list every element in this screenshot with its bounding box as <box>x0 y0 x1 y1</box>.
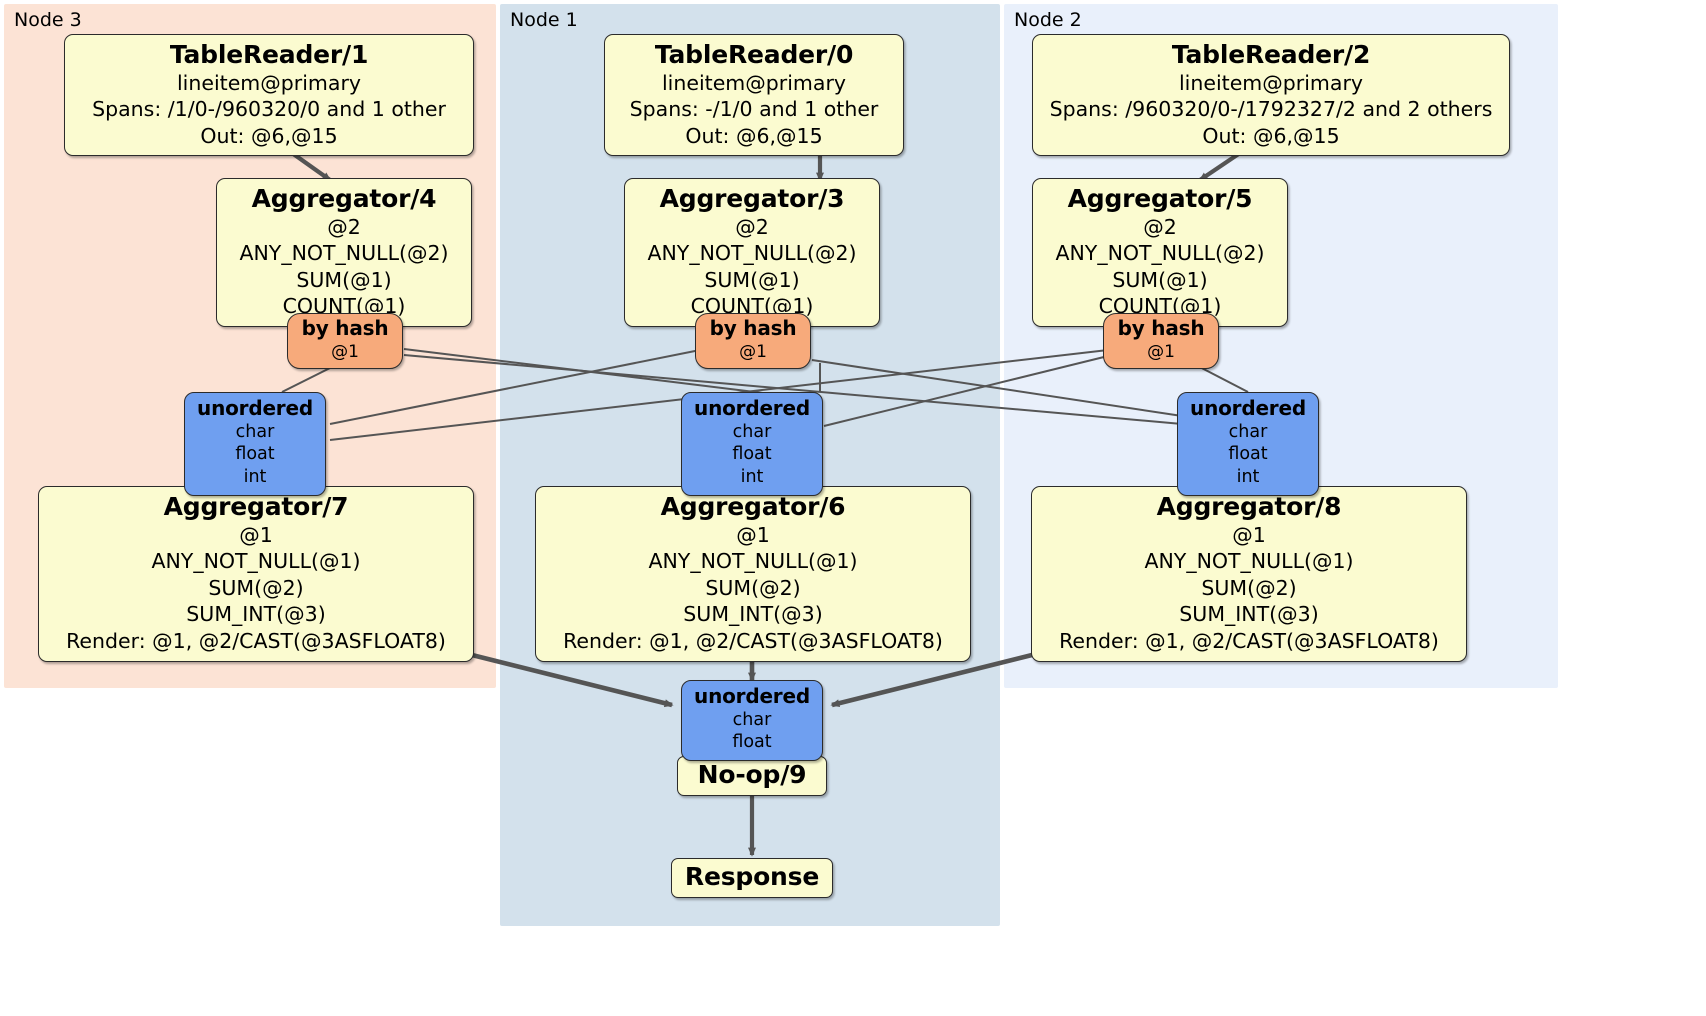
node-panel-label-node1: Node 1 <box>510 9 578 31</box>
router-title: by hash <box>301 316 389 340</box>
processor-aggregator-3[interactable]: Aggregator/3 @2 ANY_NOT_NULL(@2) SUM(@1)… <box>624 178 880 328</box>
processor-table-reader-2[interactable]: TableReader/2 lineitem@primary Spans: /9… <box>1032 34 1510 157</box>
node-line: Spans: /960320/0-/1792327/2 and 2 others <box>1049 97 1493 122</box>
node-line: @2 <box>735 214 769 239</box>
node-line: @1 <box>1232 522 1266 547</box>
processor-aggregator-7[interactable]: Aggregator/7 @1 ANY_NOT_NULL(@1) SUM(@2)… <box>38 486 474 662</box>
node-line: Out: @6,@15 <box>685 123 823 148</box>
processor-table-reader-0[interactable]: TableReader/0 lineitem@primary Spans: -/… <box>604 34 904 157</box>
router-line: @1 <box>331 341 359 362</box>
sync-line: float <box>732 444 772 465</box>
node-line: SUM(@1) <box>704 267 800 292</box>
sync-line: char <box>1228 421 1268 442</box>
node-title: TableReader/1 <box>169 40 369 69</box>
node-line: SUM(@1) <box>1112 267 1208 292</box>
node-line: SUM_INT(@3) <box>186 602 326 627</box>
node-line: ANY_NOT_NULL(@2) <box>1055 241 1265 266</box>
node-panel-label-node2: Node 2 <box>1014 9 1082 31</box>
router-line: @1 <box>739 341 767 362</box>
node-title: Aggregator/8 <box>1156 492 1342 521</box>
sync-line: float <box>1228 444 1268 465</box>
node-line: Spans: -/1/0 and 1 other <box>629 97 879 122</box>
sync-unordered-final[interactable]: unordered char float <box>681 680 823 762</box>
node-line: @2 <box>1143 214 1177 239</box>
node-line: lineitem@primary <box>176 70 362 95</box>
node-title: Aggregator/3 <box>659 184 845 213</box>
node-line: SUM_INT(@3) <box>1179 602 1319 627</box>
sync-title: unordered <box>1190 396 1306 420</box>
sync-line: int <box>1236 467 1260 488</box>
processor-aggregator-5[interactable]: Aggregator/5 @2 ANY_NOT_NULL(@2) SUM(@1)… <box>1032 178 1288 328</box>
router-title: by hash <box>1117 316 1205 340</box>
sync-unordered-middle[interactable]: unordered char float int <box>681 392 823 496</box>
node-line: SUM(@2) <box>705 575 801 600</box>
sync-unordered-left[interactable]: unordered char float int <box>184 392 326 496</box>
processor-aggregator-6[interactable]: Aggregator/6 @1 ANY_NOT_NULL(@1) SUM(@2)… <box>535 486 971 662</box>
processor-aggregator-8[interactable]: Aggregator/8 @1 ANY_NOT_NULL(@1) SUM(@2)… <box>1031 486 1467 662</box>
sync-title: unordered <box>197 396 313 420</box>
node-line: lineitem@primary <box>661 70 847 95</box>
node-line: lineitem@primary <box>1178 70 1364 95</box>
node-line: ANY_NOT_NULL(@1) <box>151 549 361 574</box>
node-title: TableReader/2 <box>1171 40 1371 69</box>
node-line: @2 <box>327 214 361 239</box>
node-panel-label-node3: Node 3 <box>14 9 82 31</box>
node-line: @1 <box>239 522 273 547</box>
node-line: Out: @6,@15 <box>200 123 338 148</box>
router-line: @1 <box>1147 341 1175 362</box>
node-title: Aggregator/4 <box>251 184 437 213</box>
node-line: Render: @1, @2/CAST(@3ASFLOAT8) <box>563 629 943 654</box>
sync-title: unordered <box>694 684 810 708</box>
node-title: Aggregator/6 <box>660 492 846 521</box>
node-line: SUM(@2) <box>208 575 304 600</box>
node-line: ANY_NOT_NULL(@1) <box>648 549 858 574</box>
node-line: Spans: /1/0-/960320/0 and 1 other <box>92 97 446 122</box>
sync-line: float <box>235 444 275 465</box>
node-line: Render: @1, @2/CAST(@3ASFLOAT8) <box>66 629 446 654</box>
processor-table-reader-1[interactable]: TableReader/1 lineitem@primary Spans: /1… <box>64 34 474 157</box>
node-line: Out: @6,@15 <box>1202 123 1340 148</box>
node-title: Aggregator/5 <box>1067 184 1253 213</box>
node-line: @1 <box>736 522 770 547</box>
sync-line: int <box>243 467 267 488</box>
node-title: No-op/9 <box>697 760 807 789</box>
sync-title: unordered <box>694 396 810 420</box>
processor-aggregator-4[interactable]: Aggregator/4 @2 ANY_NOT_NULL(@2) SUM(@1)… <box>216 178 472 328</box>
sync-line: float <box>732 732 772 753</box>
sync-line: char <box>732 421 772 442</box>
node-title: Response <box>684 862 820 891</box>
node-title: Aggregator/7 <box>163 492 349 521</box>
node-line: ANY_NOT_NULL(@2) <box>647 241 857 266</box>
node-line: Render: @1, @2/CAST(@3ASFLOAT8) <box>1059 629 1439 654</box>
node-line: SUM(@2) <box>1201 575 1297 600</box>
node-line: ANY_NOT_NULL(@2) <box>239 241 449 266</box>
sync-line: char <box>235 421 275 442</box>
router-by-hash-right[interactable]: by hash @1 <box>1103 313 1219 369</box>
node-title: TableReader/0 <box>654 40 854 69</box>
node-line: ANY_NOT_NULL(@1) <box>1144 549 1354 574</box>
sync-line: char <box>732 709 772 730</box>
router-by-hash-middle[interactable]: by hash @1 <box>695 313 811 369</box>
router-title: by hash <box>709 316 797 340</box>
sync-line: int <box>740 467 764 488</box>
sync-unordered-right[interactable]: unordered char float int <box>1177 392 1319 496</box>
processor-response[interactable]: Response <box>671 858 833 898</box>
node-line: SUM(@1) <box>296 267 392 292</box>
processor-noop-9[interactable]: No-op/9 <box>677 756 827 796</box>
router-by-hash-left[interactable]: by hash @1 <box>287 313 403 369</box>
node-line: SUM_INT(@3) <box>683 602 823 627</box>
